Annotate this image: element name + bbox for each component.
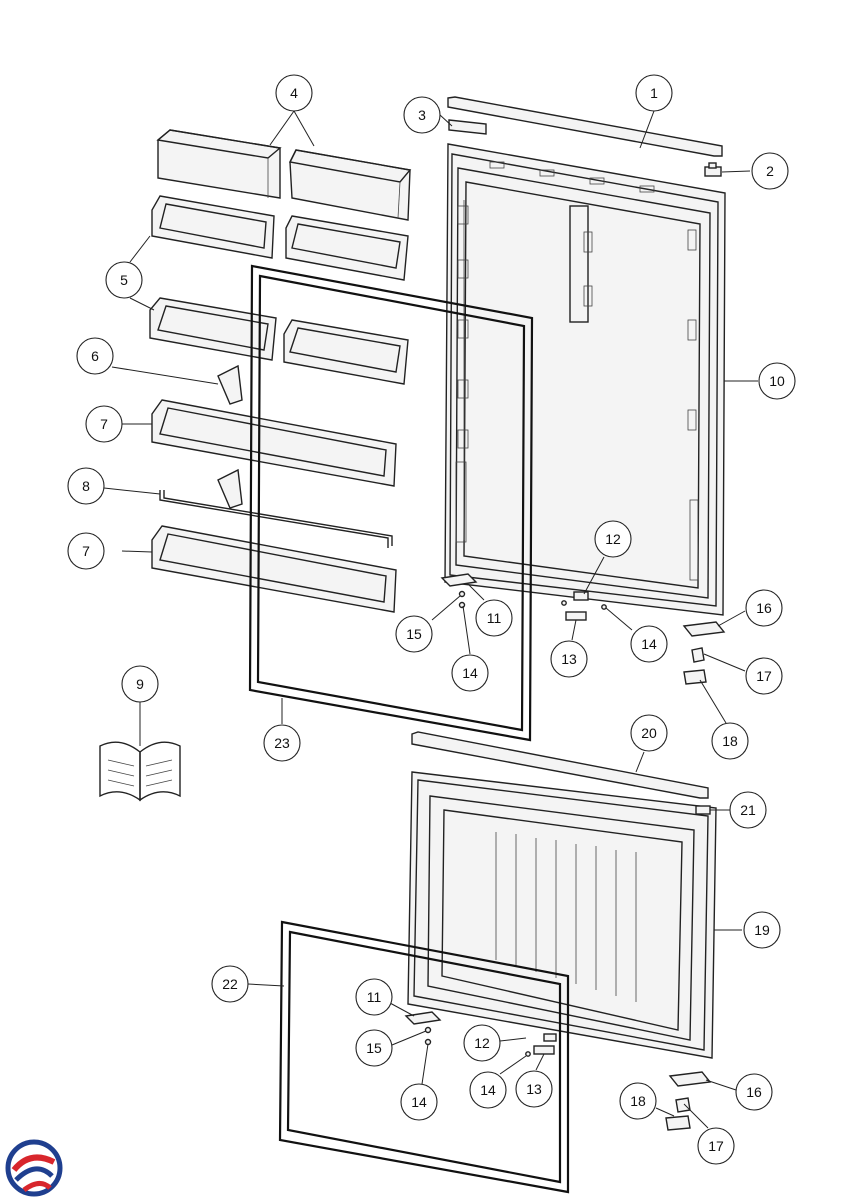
callout-label: 9 [136, 676, 144, 692]
callout-3: 3 [403, 96, 441, 134]
callout-17a: 17 [745, 657, 783, 695]
long-door-shelves [151, 399, 397, 613]
callout-label: 6 [91, 348, 99, 364]
callout-15b: 15 [355, 1029, 393, 1067]
leader-lines [103, 110, 758, 1129]
callout-label: 15 [406, 626, 422, 642]
lower-door-gasket [278, 920, 570, 1194]
callout-23: 23 [263, 724, 301, 762]
callout-12b: 12 [463, 1024, 501, 1062]
callout-12a: 12 [594, 520, 632, 558]
callout-6: 6 [76, 337, 114, 375]
callout-21: 21 [729, 791, 767, 829]
upper-door-panel [444, 143, 726, 616]
callout-11b: 11 [355, 978, 393, 1016]
callout-label: 1 [650, 85, 658, 101]
callout-label: 4 [290, 85, 298, 101]
callout-17b: 17 [697, 1127, 735, 1165]
lower-door-panel [407, 771, 717, 1059]
callout-label: 18 [722, 733, 738, 749]
callout-label: 14 [411, 1094, 427, 1110]
callout-label: 16 [746, 1084, 762, 1100]
callout-label: 17 [708, 1138, 724, 1154]
callout-14d: 14 [469, 1071, 507, 1109]
callout-label: 11 [367, 989, 382, 1005]
upper-door-gasket [248, 264, 534, 742]
callout-4: 4 [275, 74, 313, 112]
callout-label: 10 [769, 373, 785, 389]
callout-19: 19 [743, 911, 781, 949]
callout-22: 22 [211, 965, 249, 1003]
callout-label: 13 [526, 1081, 542, 1097]
callout-18b: 18 [619, 1082, 657, 1120]
callout-label: 19 [754, 922, 770, 938]
callout-label: 14 [462, 665, 478, 681]
upper-door-top-cap [447, 96, 723, 157]
callout-16b: 16 [735, 1073, 773, 1111]
shelf-retainer-clips [217, 364, 243, 509]
callout-label: 7 [100, 416, 108, 432]
user-manual-icon [99, 741, 181, 802]
dairy-bin-covers [156, 129, 412, 221]
callout-10: 10 [758, 362, 796, 400]
callout-label: 7 [82, 543, 90, 559]
lower-door-top-cap [411, 731, 709, 799]
callout-label: 11 [487, 610, 502, 626]
callout-1: 1 [635, 74, 673, 112]
callout-label: 12 [605, 531, 621, 547]
callout-16a: 16 [745, 589, 783, 627]
top-hinge-pin [704, 162, 722, 177]
shelf-rod [159, 490, 393, 548]
callout-14c: 14 [400, 1083, 438, 1121]
callout-label: 18 [630, 1093, 646, 1109]
callout-15a: 15 [395, 615, 433, 653]
lower-top-hinge-pin [695, 805, 711, 815]
brand-swirl-icon [5, 1139, 63, 1197]
callout-9: 9 [121, 665, 159, 703]
callout-label: 12 [474, 1035, 490, 1051]
callout-20: 20 [630, 714, 668, 752]
callout-11a: 11 [475, 599, 513, 637]
callout-8: 8 [67, 467, 105, 505]
cap-end-piece [448, 119, 487, 135]
callout-13a: 13 [550, 640, 588, 678]
callout-7a: 7 [85, 405, 123, 443]
upper-hinge-hardware [440, 573, 726, 685]
callout-label: 14 [641, 636, 657, 652]
callout-14b: 14 [630, 625, 668, 663]
callout-7b: 7 [67, 532, 105, 570]
callout-label: 13 [561, 651, 577, 667]
callout-label: 15 [366, 1040, 382, 1056]
callout-label: 22 [222, 976, 238, 992]
callout-2: 2 [751, 152, 789, 190]
callout-label: 20 [641, 725, 657, 741]
callout-label: 21 [740, 802, 756, 818]
callout-label: 3 [418, 107, 426, 123]
upper-door-bins [149, 195, 409, 385]
callout-label: 17 [756, 668, 772, 684]
callout-5: 5 [105, 261, 143, 299]
callout-label: 16 [756, 600, 772, 616]
callout-13b: 13 [515, 1070, 553, 1108]
callout-label: 5 [120, 272, 128, 288]
callout-label: 8 [82, 478, 90, 494]
callout-label: 2 [766, 163, 774, 179]
callout-18a: 18 [711, 722, 749, 760]
callout-label: 23 [274, 735, 290, 751]
callout-label: 14 [480, 1082, 496, 1098]
callout-14a: 14 [451, 654, 489, 692]
